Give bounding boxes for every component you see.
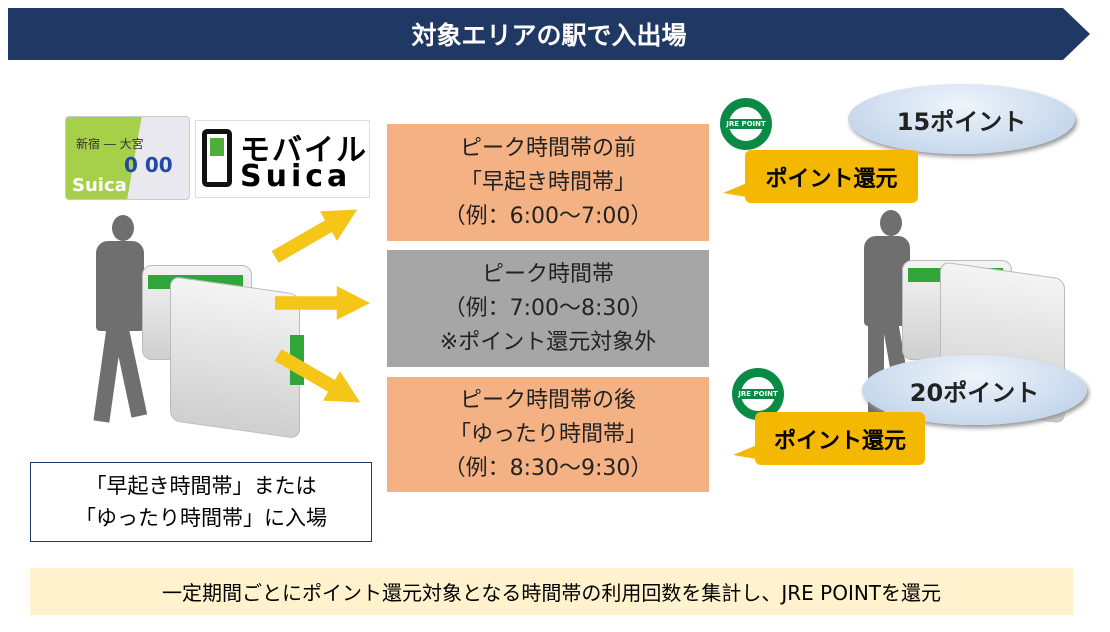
jre-logo-text: JRE POINT (724, 119, 768, 129)
jre-point-logo: JRE POINT (732, 368, 784, 420)
point-return-callout: ポイント還元 (723, 150, 918, 203)
person-exit-gate-illustration (840, 210, 1070, 425)
point-return-callout: ポイント還元 (733, 412, 925, 465)
header-title: 対象エリアの駅で入出場 (411, 21, 687, 50)
card-balance: 0 00 (124, 153, 173, 177)
footer-text: 一定期間ごとにポイント還元対象となる時間帯の利用回数を集計し、JRE POINT… (161, 581, 942, 605)
footer-note: 一定期間ごとにポイント還元対象となる時間帯の利用回数を集計し、JRE POINT… (30, 568, 1073, 615)
period-line: ピーク時間帯の前 (459, 135, 636, 161)
mobile-logo-line1: モバイル (240, 133, 368, 168)
period-line: （例：7:00〜8:30） (443, 295, 653, 321)
period-line: ピーク時間帯の後 (459, 387, 636, 413)
phone-icon (202, 129, 232, 187)
period-line: ※ポイント還元対象外 (439, 329, 657, 355)
period-line: 「早起き時間帯」 (459, 169, 636, 195)
mobile-suica-logo: モバイル Suica (195, 120, 370, 198)
header-banner: 対象エリアの駅で入出場 (8, 8, 1090, 60)
points-text: 20ポイント (909, 378, 1040, 407)
period-line: （例：8:30〜9:30） (443, 455, 653, 481)
caption-line: 「早起き時間帯」または (85, 474, 317, 498)
card-brand: Suica (72, 175, 127, 196)
entry-caption: 「早起き時間帯」または 「ゆったり時間帯」に入場 (30, 462, 372, 542)
points-badge-20: 20ポイント (862, 355, 1087, 425)
caption-line: 「ゆったり時間帯」に入場 (75, 506, 327, 530)
period-line: （例：6:00〜7:00） (443, 203, 653, 229)
mobile-logo-line2: Suica (240, 159, 352, 194)
card-station: 新宿 ― 大宮 (76, 137, 144, 151)
suica-card-image: 新宿 ― 大宮 0 00 Suica (65, 116, 190, 200)
jre-logo-text: JRE POINT (736, 389, 780, 399)
points-text: 15ポイント (896, 107, 1027, 136)
period-early: ピーク時間帯の前 「早起き時間帯」 （例：6:00〜7:00） (387, 124, 709, 241)
callout-text: ポイント還元 (765, 166, 898, 192)
period-line: ピーク時間帯 (481, 261, 614, 287)
person-at-gate-illustration (60, 215, 370, 440)
points-badge-15: 15ポイント (848, 84, 1075, 154)
period-line: 「ゆったり時間帯」 (448, 421, 647, 447)
callout-text: ポイント還元 (773, 428, 906, 454)
period-peak: ピーク時間帯 （例：7:00〜8:30） ※ポイント還元対象外 (387, 250, 709, 367)
jre-point-logo: JRE POINT (720, 98, 772, 150)
period-late: ピーク時間帯の後 「ゆったり時間帯」 （例：8:30〜9:30） (387, 377, 709, 492)
